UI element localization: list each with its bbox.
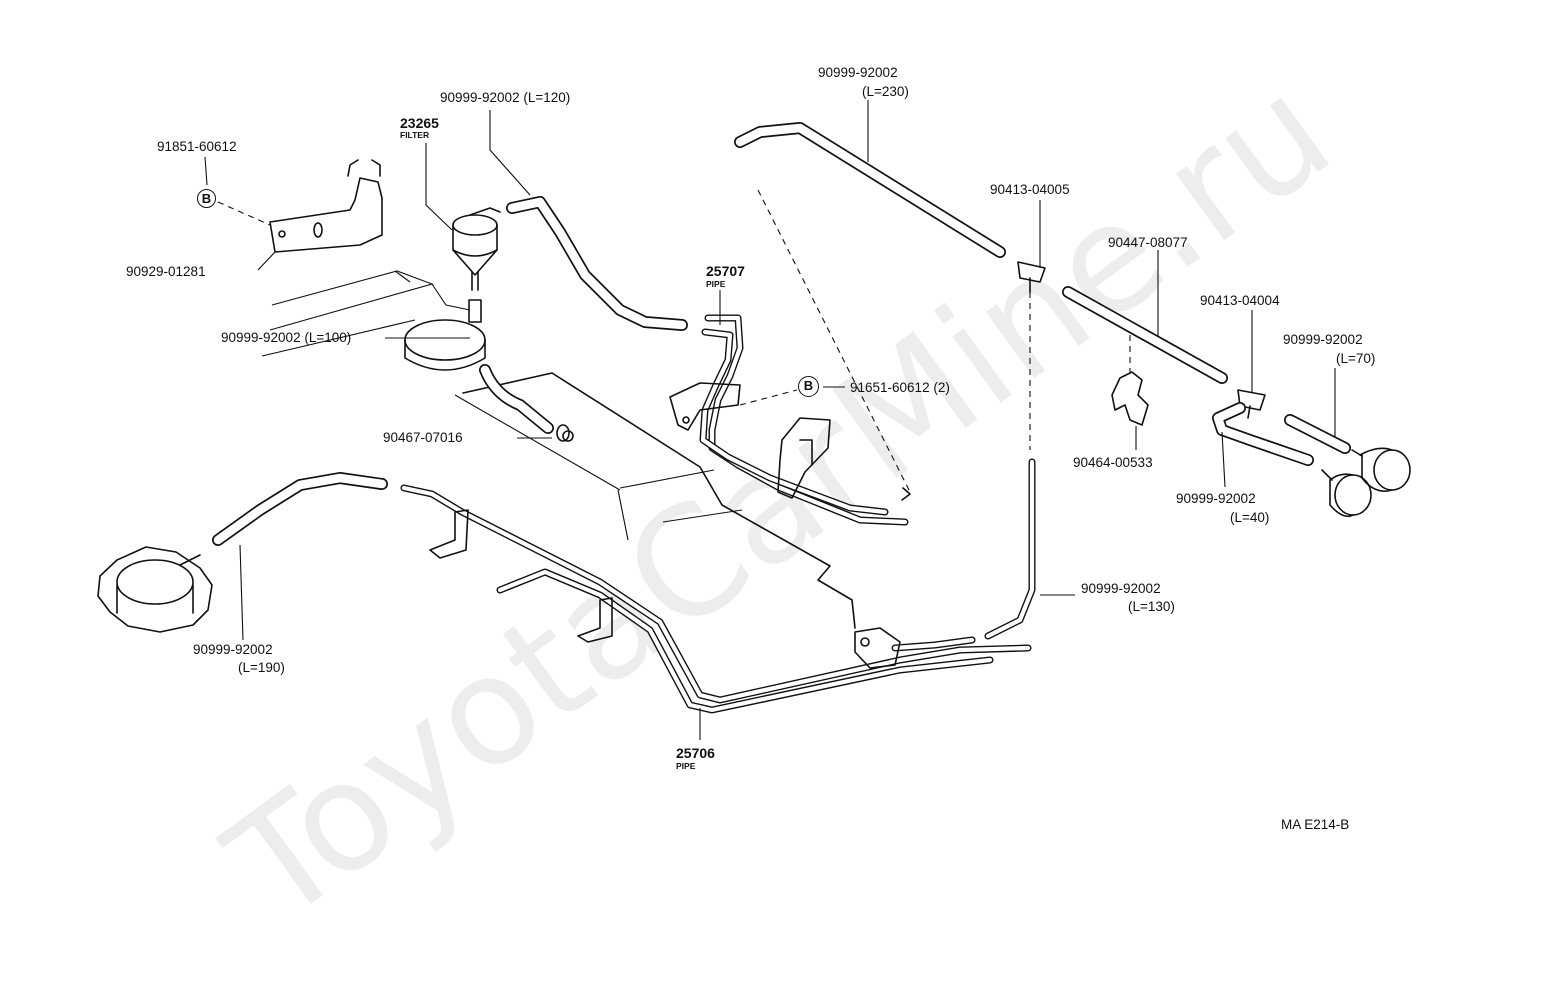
label-91851-60612: 91851-60612 — [157, 139, 237, 154]
b-marker-2: B — [798, 376, 819, 397]
tee-90413-04004 — [1237, 389, 1266, 419]
label-90999-l130: 90999-92002 — [1081, 581, 1161, 596]
label-91651-60612: 91651-60612 (2) — [850, 380, 950, 395]
leader-lines — [204, 100, 1336, 740]
label-25706: 25706 — [676, 745, 715, 761]
hose-l190 — [212, 472, 388, 546]
label-25706-pipe: PIPE — [676, 761, 696, 771]
short-hose-90467 — [479, 364, 574, 442]
label-90464-00533: 90464-00533 — [1073, 455, 1153, 470]
label-90413-04005: 90413-04005 — [990, 182, 1070, 197]
label-90999-l70: 90999-92002 — [1283, 332, 1363, 347]
tank-ring — [404, 319, 486, 371]
filter-23265 — [452, 207, 501, 323]
b-marker-text-2: B — [803, 378, 814, 393]
label-23265: 23265 — [400, 115, 439, 131]
b-marker-1: B — [197, 189, 216, 208]
label-90929-01281: 90929-01281 — [126, 264, 206, 279]
label-l230: (L=230) — [862, 84, 909, 99]
hose-l120 — [506, 196, 688, 331]
hose-l230 — [734, 122, 1006, 258]
label-90999-l100: 90999-92002 (L=100) — [221, 330, 352, 345]
b-marker-link-1 — [217, 201, 271, 226]
label-l130: (L=130) — [1128, 599, 1175, 614]
label-90999-l40: 90999-92002 — [1176, 491, 1256, 506]
label-25707: 25707 — [706, 263, 745, 279]
label-90999-l190: 90999-92002 — [193, 642, 273, 657]
dashed-guide — [757, 189, 911, 501]
tee-90413-04005 — [1017, 261, 1046, 293]
fuel-tank — [454, 372, 856, 629]
pipe-25706 — [400, 484, 1032, 714]
upper-left-hose — [261, 270, 471, 357]
label-90447-08077: 90447-08077 — [1108, 235, 1188, 250]
hose-l130 — [984, 458, 1036, 640]
label-23265-filter: FILTER — [400, 130, 430, 140]
hose-l40 — [1212, 402, 1314, 466]
b-marker-text-1: B — [201, 191, 212, 206]
b-marker-link-2 — [739, 389, 798, 406]
label-l70: (L=70) — [1336, 351, 1376, 366]
label-90999-l120: 90999-92002 (L=120) — [440, 90, 571, 105]
label-90467-07016: 90467-07016 — [383, 430, 463, 445]
filler-cap — [97, 546, 213, 633]
hose-l70 — [1284, 414, 1351, 454]
label-l190: (L=190) — [238, 660, 285, 675]
canisters — [1321, 447, 1411, 518]
bracket-90929 — [269, 159, 383, 253]
clamp-90464 — [1111, 335, 1149, 426]
diagram-code: MA E214-B — [1281, 817, 1350, 832]
label-l40: (L=40) — [1230, 510, 1270, 525]
label-90999-l230: 90999-92002 — [818, 65, 898, 80]
label-90413-04004: 90413-04004 — [1200, 293, 1280, 308]
support-bracket — [777, 417, 831, 499]
label-25707-pipe: PIPE — [706, 279, 726, 289]
pipe-25707 — [669, 314, 909, 526]
hose-90447 — [1062, 286, 1228, 384]
